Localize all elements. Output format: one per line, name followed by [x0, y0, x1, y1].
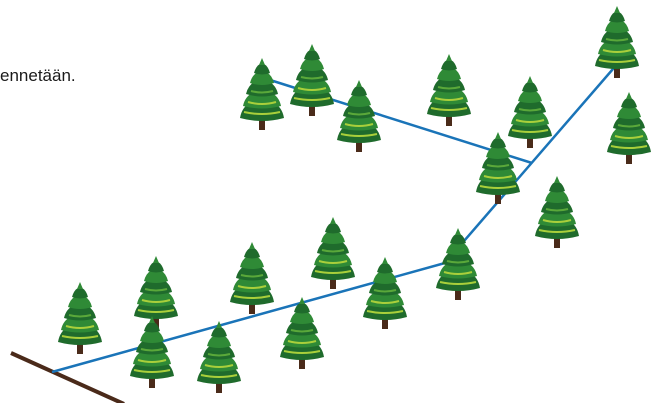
spruce-tree-icon — [196, 320, 242, 394]
spruce-tree-icon — [289, 43, 335, 117]
spruce-tree-icon — [239, 57, 285, 131]
spruce-tree-icon — [336, 79, 382, 153]
spruce-tree-icon — [133, 255, 179, 329]
spruce-tree-icon — [426, 53, 472, 127]
spruce-tree-icon — [594, 5, 640, 79]
spruce-tree-icon — [57, 281, 103, 355]
spruce-tree-icon — [435, 227, 481, 301]
spruce-tree-icon — [129, 315, 175, 389]
forest-road — [10, 351, 125, 403]
spruce-tree-icon — [534, 175, 580, 249]
spruce-tree-icon — [310, 216, 356, 290]
caption-text: ennetään. — [0, 66, 76, 85]
spruce-tree-icon — [362, 256, 408, 330]
spruce-tree-icon — [475, 131, 521, 205]
spruce-tree-icon — [606, 91, 651, 165]
spruce-tree-icon — [507, 75, 553, 149]
spruce-tree-icon — [229, 241, 275, 315]
